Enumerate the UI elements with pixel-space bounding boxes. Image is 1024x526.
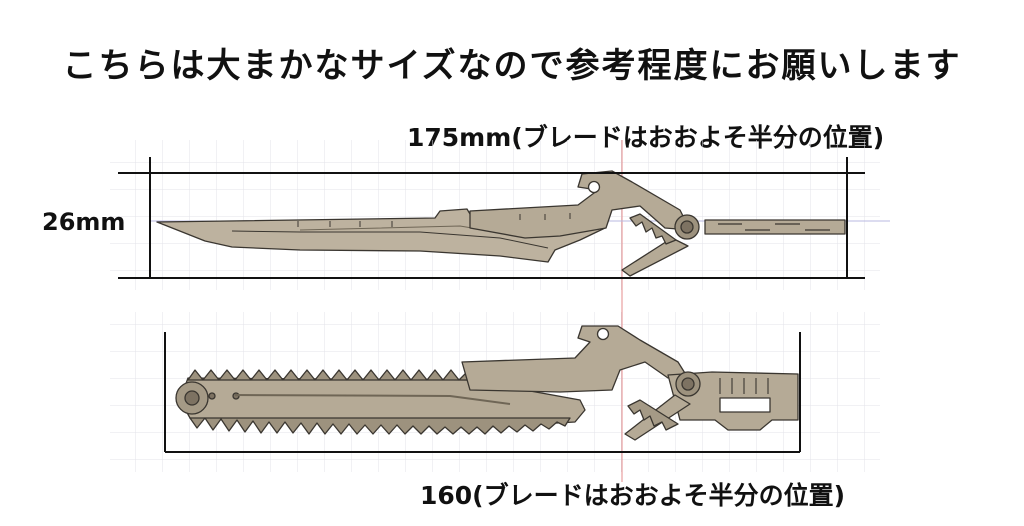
sword-gear-center: [680, 220, 694, 234]
sword-guard-teeth: [629, 213, 677, 245]
chainsaw-dimension-lines: [164, 332, 801, 453]
sword-lower-guard: [621, 237, 689, 277]
chainsaw-grip-ribs: [719, 378, 769, 394]
sword-dimension-lines: [118, 157, 865, 279]
chainsaw-teeth-bottom: [189, 417, 571, 435]
chainsaw-sprocket-hub: [184, 390, 200, 406]
sword-blade-edge: [231, 230, 549, 249]
chainsaw-pivot-top: [596, 327, 610, 341]
chainsaw-guard-teeth: [627, 399, 679, 431]
chainsaw-drawing: [175, 325, 799, 441]
chainsaw-grip-window: [719, 397, 771, 413]
page-title: こちらは大まかなサイズなので参考程度にお願いします: [62, 46, 962, 86]
sword-pivot-top: [587, 180, 601, 194]
chainsaw-bar-slot: [234, 394, 511, 405]
sword-vent-ticks: [297, 213, 571, 227]
sword-drawing: [156, 170, 846, 277]
sword-handle: [704, 219, 846, 235]
chainsaw-gear-center: [681, 377, 695, 391]
chainsaw-teeth-top: [187, 369, 471, 381]
chainsaw-upper-body: [461, 325, 689, 393]
chainsaw-length-label: 160(ブレードはおおよそ半分の位置): [420, 481, 846, 510]
sword-handle-grooves: [718, 223, 830, 231]
